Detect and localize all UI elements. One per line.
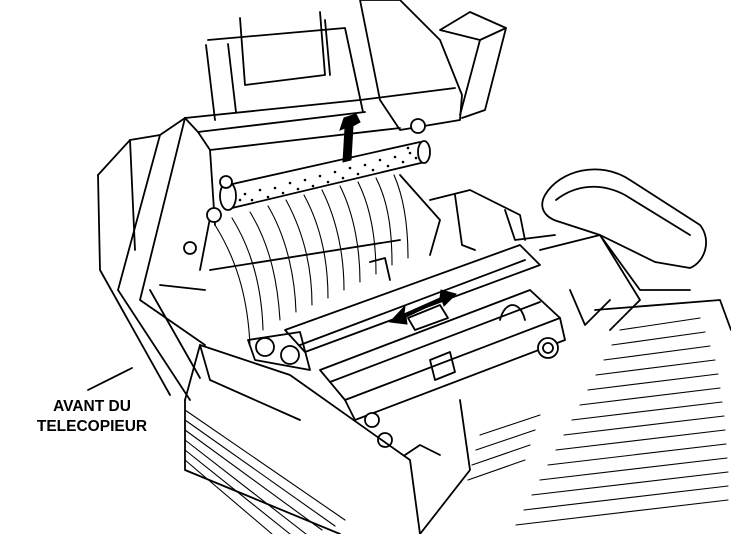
left-housing <box>97 117 222 401</box>
lift-arrow-icon <box>339 113 361 163</box>
handset <box>541 168 707 291</box>
roller-stipple <box>238 146 418 202</box>
callout-leader-line <box>87 367 133 391</box>
paper-guide-ribs <box>209 174 441 346</box>
fax-front-callout: AVANT DU TELECOPIEUR <box>12 397 172 437</box>
front-base <box>184 344 441 535</box>
cover-roller <box>219 118 431 211</box>
open-top-cover <box>184 0 507 226</box>
thermal-print-head <box>247 244 541 371</box>
slide-arrow-icon <box>388 289 457 325</box>
document-support-panel <box>205 11 364 121</box>
right-mechanism <box>429 189 641 359</box>
output-tray-hatching <box>419 299 731 535</box>
callout-line-2: TELECOPIEUR <box>36 418 148 435</box>
callout-line-1: AVANT DU <box>53 398 131 415</box>
